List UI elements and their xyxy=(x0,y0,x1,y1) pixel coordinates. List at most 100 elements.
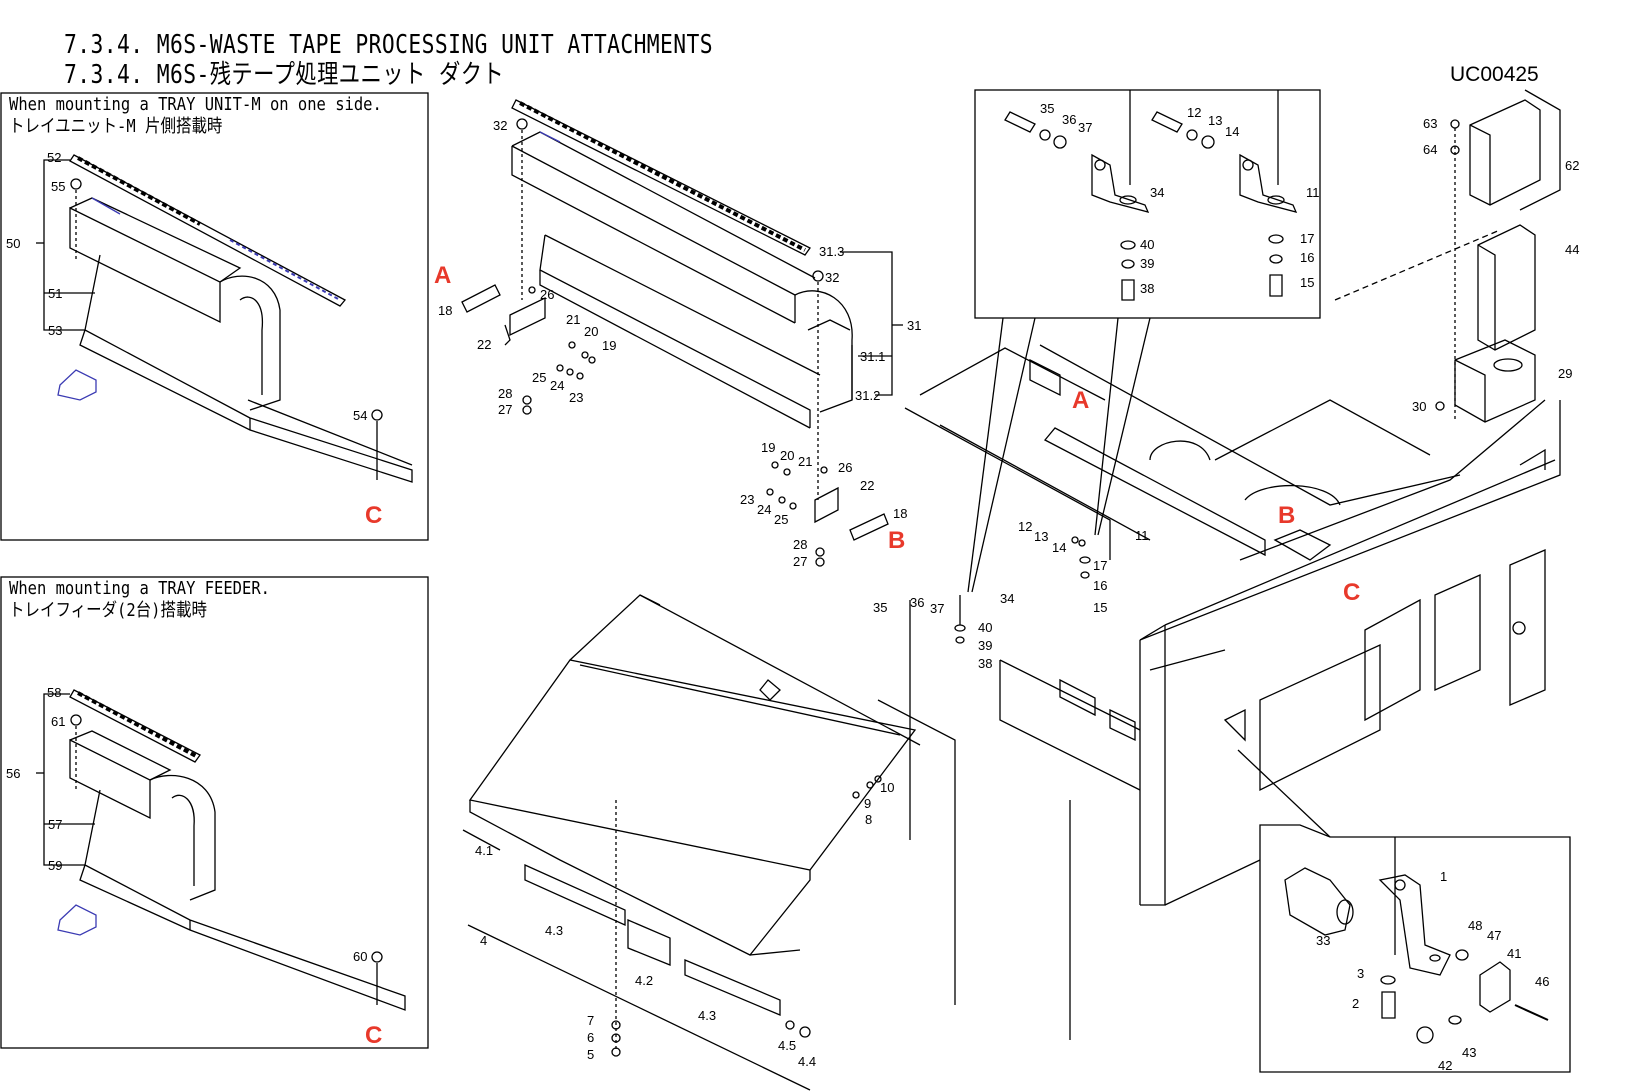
svg-text:36: 36 xyxy=(910,595,924,610)
svg-text:25: 25 xyxy=(774,512,788,527)
svg-text:22: 22 xyxy=(860,478,874,493)
svg-text:4.1: 4.1 xyxy=(475,843,493,858)
svg-text:54: 54 xyxy=(353,408,367,423)
inset1-frame xyxy=(0,92,429,541)
svg-text:11: 11 xyxy=(1135,528,1149,543)
svg-text:39: 39 xyxy=(978,638,992,653)
svg-text:37: 37 xyxy=(1078,120,1092,135)
svg-text:53: 53 xyxy=(48,323,62,338)
svg-text:64: 64 xyxy=(1423,142,1437,157)
document-code: UC00425 xyxy=(1450,63,1539,86)
svg-text:11: 11 xyxy=(1306,185,1320,200)
svg-text:31.1: 31.1 xyxy=(860,349,885,364)
svg-text:21: 21 xyxy=(798,454,812,469)
inset1-caption-en: When mounting a TRAY UNIT-M on one side. xyxy=(9,94,382,115)
machine-frame: 12 13 14 11 17 16 15 35 36 37 34 40 39 3… xyxy=(873,229,1561,1040)
svg-text:44: 44 xyxy=(1565,242,1579,257)
svg-text:33: 33 xyxy=(1316,933,1330,948)
svg-text:7: 7 xyxy=(587,1013,594,1028)
svg-text:62: 62 xyxy=(1565,158,1579,173)
svg-text:60: 60 xyxy=(353,949,367,964)
svg-text:4.2: 4.2 xyxy=(635,973,653,988)
svg-text:18: 18 xyxy=(438,303,452,318)
svg-text:31.3: 31.3 xyxy=(819,244,844,259)
svg-text:10: 10 xyxy=(880,780,894,795)
svg-text:16: 16 xyxy=(1093,578,1107,593)
detail-box-bottom: 1 33 48 47 41 46 3 2 42 43 xyxy=(1259,824,1571,1073)
svg-text:42: 42 xyxy=(1438,1058,1452,1073)
svg-text:48: 48 xyxy=(1468,918,1482,933)
svg-text:18: 18 xyxy=(893,506,907,521)
strip-52 xyxy=(69,154,347,307)
svg-text:31: 31 xyxy=(907,318,921,333)
svg-text:51: 51 xyxy=(48,286,62,301)
svg-text:17: 17 xyxy=(1093,558,1107,573)
page-title-jp: 7.3.4. M6S-残テープ処理ユニット ダクト xyxy=(64,60,505,90)
svg-text:1: 1 xyxy=(1440,869,1447,884)
svg-text:46: 46 xyxy=(1535,974,1549,989)
svg-text:31.2: 31.2 xyxy=(855,388,880,403)
ref-letter-c-inset2: C xyxy=(365,1022,382,1049)
svg-text:27: 27 xyxy=(498,402,512,417)
svg-text:47: 47 xyxy=(1487,928,1501,943)
svg-text:8: 8 xyxy=(865,812,872,827)
svg-text:6: 6 xyxy=(587,1030,594,1045)
detail-box-top: 35 36 37 34 40 39 38 12 13 14 11 17 16 1… xyxy=(967,89,1321,593)
svg-text:4.3: 4.3 xyxy=(545,923,563,938)
svg-text:35: 35 xyxy=(873,600,887,615)
svg-text:12: 12 xyxy=(1187,105,1201,120)
svg-text:3: 3 xyxy=(1357,966,1364,981)
svg-text:56: 56 xyxy=(6,766,20,781)
svg-text:40: 40 xyxy=(978,620,992,635)
svg-text:23: 23 xyxy=(740,492,754,507)
svg-text:27: 27 xyxy=(793,554,807,569)
svg-text:20: 20 xyxy=(780,448,794,463)
strip-58 xyxy=(69,689,201,763)
ref-letter-a-left: A xyxy=(434,262,451,289)
inset2-caption-en: When mounting a TRAY FEEDER. xyxy=(9,578,270,599)
svg-text:35: 35 xyxy=(1040,101,1054,116)
svg-text:5: 5 xyxy=(587,1047,594,1062)
svg-text:15: 15 xyxy=(1300,275,1314,290)
svg-text:20: 20 xyxy=(584,324,598,339)
svg-text:43: 43 xyxy=(1462,1045,1476,1060)
svg-text:28: 28 xyxy=(793,537,807,552)
svg-text:12: 12 xyxy=(1018,519,1032,534)
svg-text:61: 61 xyxy=(51,714,65,729)
duct-31: 32 32 31.3 31 31.1 31.2 xyxy=(493,99,921,500)
ref-letter-c-machine: C xyxy=(1343,579,1360,606)
svg-text:2: 2 xyxy=(1352,996,1359,1011)
svg-text:57: 57 xyxy=(48,817,62,832)
svg-text:39: 39 xyxy=(1140,256,1154,271)
svg-text:40: 40 xyxy=(1140,237,1154,252)
svg-text:25: 25 xyxy=(532,370,546,385)
inset-tray-unit: 52 55 50 51 53 54 C xyxy=(0,92,429,541)
svg-text:19: 19 xyxy=(602,338,616,353)
svg-text:36: 36 xyxy=(1062,112,1076,127)
svg-text:4: 4 xyxy=(480,933,487,948)
svg-text:26: 26 xyxy=(540,287,554,302)
svg-text:32: 32 xyxy=(825,270,839,285)
svg-text:30: 30 xyxy=(1412,399,1426,414)
svg-text:4.3: 4.3 xyxy=(698,1008,716,1023)
svg-text:26: 26 xyxy=(838,460,852,475)
svg-text:16: 16 xyxy=(1300,250,1314,265)
svg-text:13: 13 xyxy=(1034,529,1048,544)
svg-text:23: 23 xyxy=(569,390,583,405)
inset2-frame xyxy=(0,576,429,1049)
svg-text:14: 14 xyxy=(1052,540,1066,555)
svg-text:52: 52 xyxy=(47,150,61,165)
svg-text:17: 17 xyxy=(1300,231,1314,246)
svg-text:55: 55 xyxy=(51,179,65,194)
bracket-group-a: 18 26 22 21 20 19 25 24 23 28 27 A xyxy=(434,262,616,417)
svg-text:28: 28 xyxy=(498,386,512,401)
svg-text:37: 37 xyxy=(930,601,944,616)
svg-text:41: 41 xyxy=(1507,946,1521,961)
svg-text:4.5: 4.5 xyxy=(778,1038,796,1053)
svg-text:34: 34 xyxy=(1150,185,1164,200)
ref-letter-c-inset1: C xyxy=(365,502,382,529)
title-block: 7.3.4. M6S-WASTE TAPE PROCESSING UNIT AT… xyxy=(64,30,856,90)
svg-text:38: 38 xyxy=(1140,281,1154,296)
svg-text:9: 9 xyxy=(864,796,871,811)
